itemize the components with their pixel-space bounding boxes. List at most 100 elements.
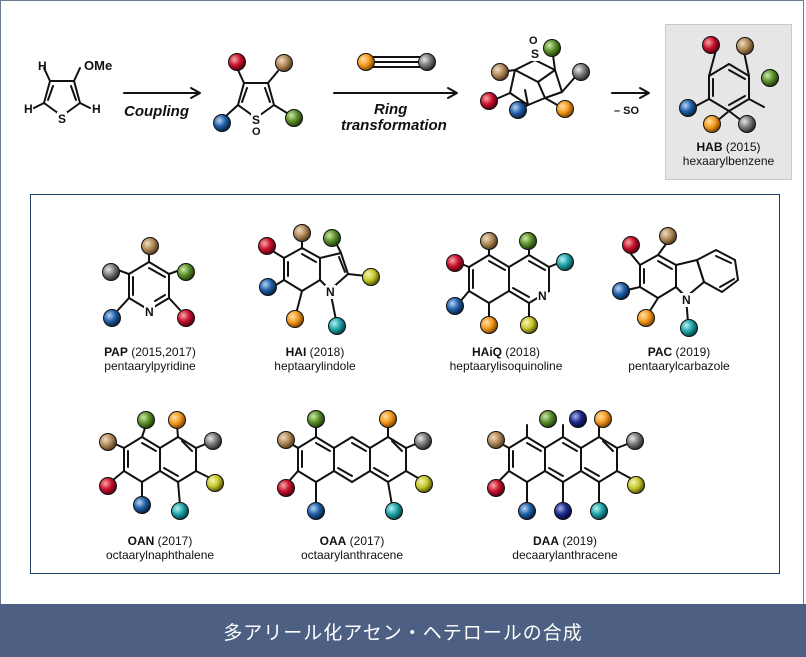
aryl-ball <box>362 268 380 286</box>
aryl-ball <box>518 502 536 520</box>
ome-label: OMe <box>84 58 113 73</box>
compound-name: octaarylnaphthalene <box>105 548 215 562</box>
aryl-ball <box>285 109 303 127</box>
thiophene-start <box>33 67 91 117</box>
aryl-ball <box>637 309 655 327</box>
aryl-ball <box>519 232 537 250</box>
aryl-ball <box>491 63 509 81</box>
oaa-anthracene <box>289 424 419 506</box>
compound-name: heptaarylisoquinoline <box>449 359 563 373</box>
compound-abbr: HAiQ <box>471 345 502 359</box>
compound-name: heptaarylindole <box>274 359 356 373</box>
aryl-ball <box>258 237 276 255</box>
so-extrusion-label: – SO <box>614 105 640 117</box>
aryl-ball <box>418 53 436 71</box>
compound-year: (2018) <box>505 345 541 359</box>
aryl-ball <box>379 410 397 428</box>
arrow-ring-transformation-head <box>447 87 458 99</box>
aryl-ball <box>659 227 677 245</box>
aryl-ball <box>480 316 498 334</box>
compound-abbr: OAN <box>127 534 155 548</box>
aryl-ball <box>177 309 195 327</box>
aryl-ball <box>141 237 159 255</box>
compound-abbr: DAA <box>532 534 559 548</box>
compound-year: (2019) <box>562 534 598 548</box>
aryl-ball <box>702 36 720 54</box>
h-label: H <box>24 102 33 116</box>
coupling-label: Coupling <box>124 103 189 120</box>
aryl-ball <box>414 432 432 450</box>
aryl-ball <box>590 502 608 520</box>
aryl-ball <box>680 319 698 337</box>
h-label: H <box>38 59 47 73</box>
aryl-ball <box>177 263 195 281</box>
aryl-ball <box>171 502 189 520</box>
compound-name: octaarylanthracene <box>300 548 404 562</box>
compound-abbr: PAP <box>104 345 128 359</box>
footer-title: 多アリール化アセン・ヘテロールの合成 <box>223 622 583 644</box>
compound-caption: OAN (2017) octaarylnaphthalene <box>85 534 235 562</box>
aryl-ball <box>168 411 186 429</box>
aryl-ball <box>622 236 640 254</box>
h-label: H <box>92 102 101 116</box>
compound-name: pentaarylpyridine <box>104 359 196 373</box>
compound-year: (2017) <box>157 534 193 548</box>
aryl-ball <box>556 253 574 271</box>
aryl-ball <box>357 53 375 71</box>
aryl-ball <box>307 410 325 428</box>
aryl-ball <box>446 297 464 315</box>
aryl-ball <box>556 100 574 118</box>
nitrogen-label: N <box>144 305 155 319</box>
compound-abbr: OAA <box>319 534 347 548</box>
compound-abbr: HAI <box>285 345 307 359</box>
compound-year: (2015,2017) <box>131 345 196 359</box>
aryl-ball <box>594 410 612 428</box>
compound-caption: PAC (2019) pentaarylcarbazole <box>604 345 754 373</box>
compound-caption: HAI (2018) heptaarylindole <box>245 345 385 373</box>
aryl-ball <box>543 39 561 57</box>
pap-pyridine <box>117 251 181 311</box>
sulfur-label: S <box>57 112 68 126</box>
aryl-ball <box>259 278 277 296</box>
haiq-isoquinoline <box>458 243 562 321</box>
hab-year: (2015) <box>725 140 761 154</box>
arrow-extrusion-head <box>639 87 650 99</box>
daa-anthracene <box>499 424 631 506</box>
compound-year: (2018) <box>309 345 345 359</box>
aryl-ball <box>277 479 295 497</box>
compound-caption: HAiQ (2018) heptaarylisoquinoline <box>431 345 581 373</box>
transformation-label: transformation <box>341 117 447 134</box>
aryl-ball <box>323 229 341 247</box>
thiophene-tetraaryl <box>226 69 288 125</box>
oan-naphthalene <box>112 424 211 506</box>
compound-caption: OAA (2017) octaarylanthracene <box>277 534 427 562</box>
compound-year: (2017) <box>349 534 385 548</box>
footer-banner: 多アリール化アセン・ヘテロールの合成 <box>0 604 806 657</box>
aryl-ball <box>137 411 155 429</box>
arrow-coupling-head <box>190 87 201 99</box>
aryl-ball <box>99 477 117 495</box>
aryl-ball <box>539 410 557 428</box>
aryl-ball <box>102 263 120 281</box>
compound-abbr: PAC <box>647 345 673 359</box>
compound-library-box <box>30 194 780 574</box>
oxygen-label: O <box>529 35 538 47</box>
aryl-ball <box>509 101 527 119</box>
oxygen-label: O <box>252 126 261 138</box>
hab-benzene <box>693 49 765 122</box>
compound-name: pentaarylcarbazole <box>628 359 730 373</box>
nitrogen-label: N <box>537 289 548 303</box>
aryl-ball <box>328 317 346 335</box>
aryl-ball <box>446 254 464 272</box>
compound-caption: DAA (2019) decaarylanthracene <box>490 534 640 562</box>
aryl-ball <box>736 37 754 55</box>
aryl-ball <box>569 410 587 428</box>
aryl-ball <box>99 433 117 451</box>
aryl-ball <box>626 432 644 450</box>
aryl-ball <box>385 502 403 520</box>
aryl-ball <box>572 63 590 81</box>
aryl-ball <box>415 475 433 493</box>
aryl-ball <box>738 115 756 133</box>
aryl-ball <box>293 224 311 242</box>
